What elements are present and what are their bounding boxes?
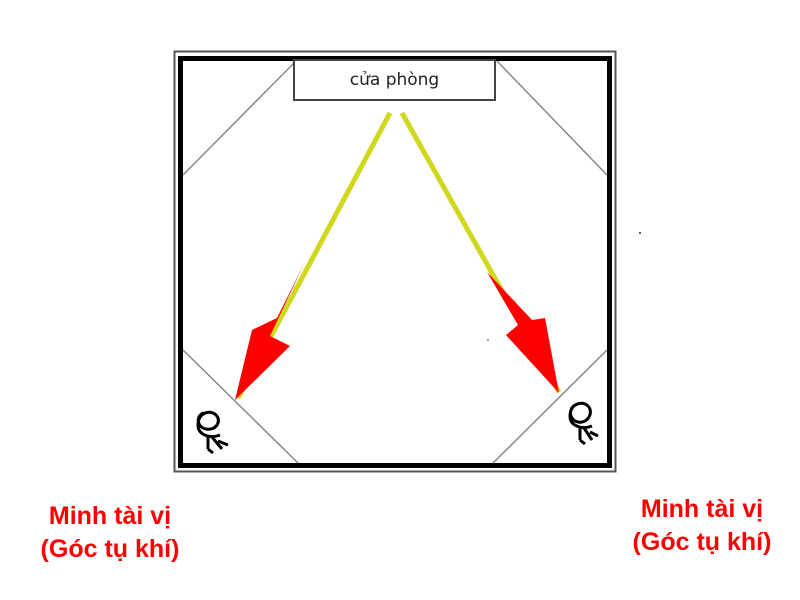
wealth-label-left: Minh tài vị (Góc tụ khí) bbox=[0, 500, 220, 566]
speck bbox=[639, 232, 641, 234]
corner-top-left bbox=[183, 61, 241, 175]
corner-diagonal-bottom-left bbox=[182, 349, 299, 464]
arrow-right bbox=[487, 272, 559, 393]
room-walls bbox=[173, 50, 617, 473]
wealth-spiral-icon bbox=[196, 410, 229, 455]
corner-diagonal-top-left bbox=[182, 60, 297, 176]
wealth-spiral-icon bbox=[568, 401, 599, 446]
wealth-label-left-line1: Minh tài vị bbox=[48, 502, 172, 530]
outer-wall bbox=[173, 50, 617, 473]
wealth-label-right: Minh tài vị (Góc tụ khí) bbox=[592, 493, 800, 559]
wealth-label-right-line1: Minh tài vị bbox=[640, 495, 764, 523]
corners bbox=[182, 60, 608, 464]
inner-wall bbox=[178, 56, 612, 468]
wealth-label-left-line2: (Góc tụ khí) bbox=[40, 535, 180, 563]
door-label: cửa phòng bbox=[349, 70, 440, 90]
door: cửa phòng bbox=[293, 59, 496, 101]
arrow-left bbox=[235, 262, 305, 400]
corner-diagonal-top-right bbox=[496, 60, 608, 176]
wealth-label-right-line2: (Góc tụ khí) bbox=[632, 528, 772, 556]
corner-diagonal-bottom-right bbox=[492, 349, 608, 464]
speck bbox=[487, 339, 489, 341]
qi-flow bbox=[235, 111, 562, 400]
